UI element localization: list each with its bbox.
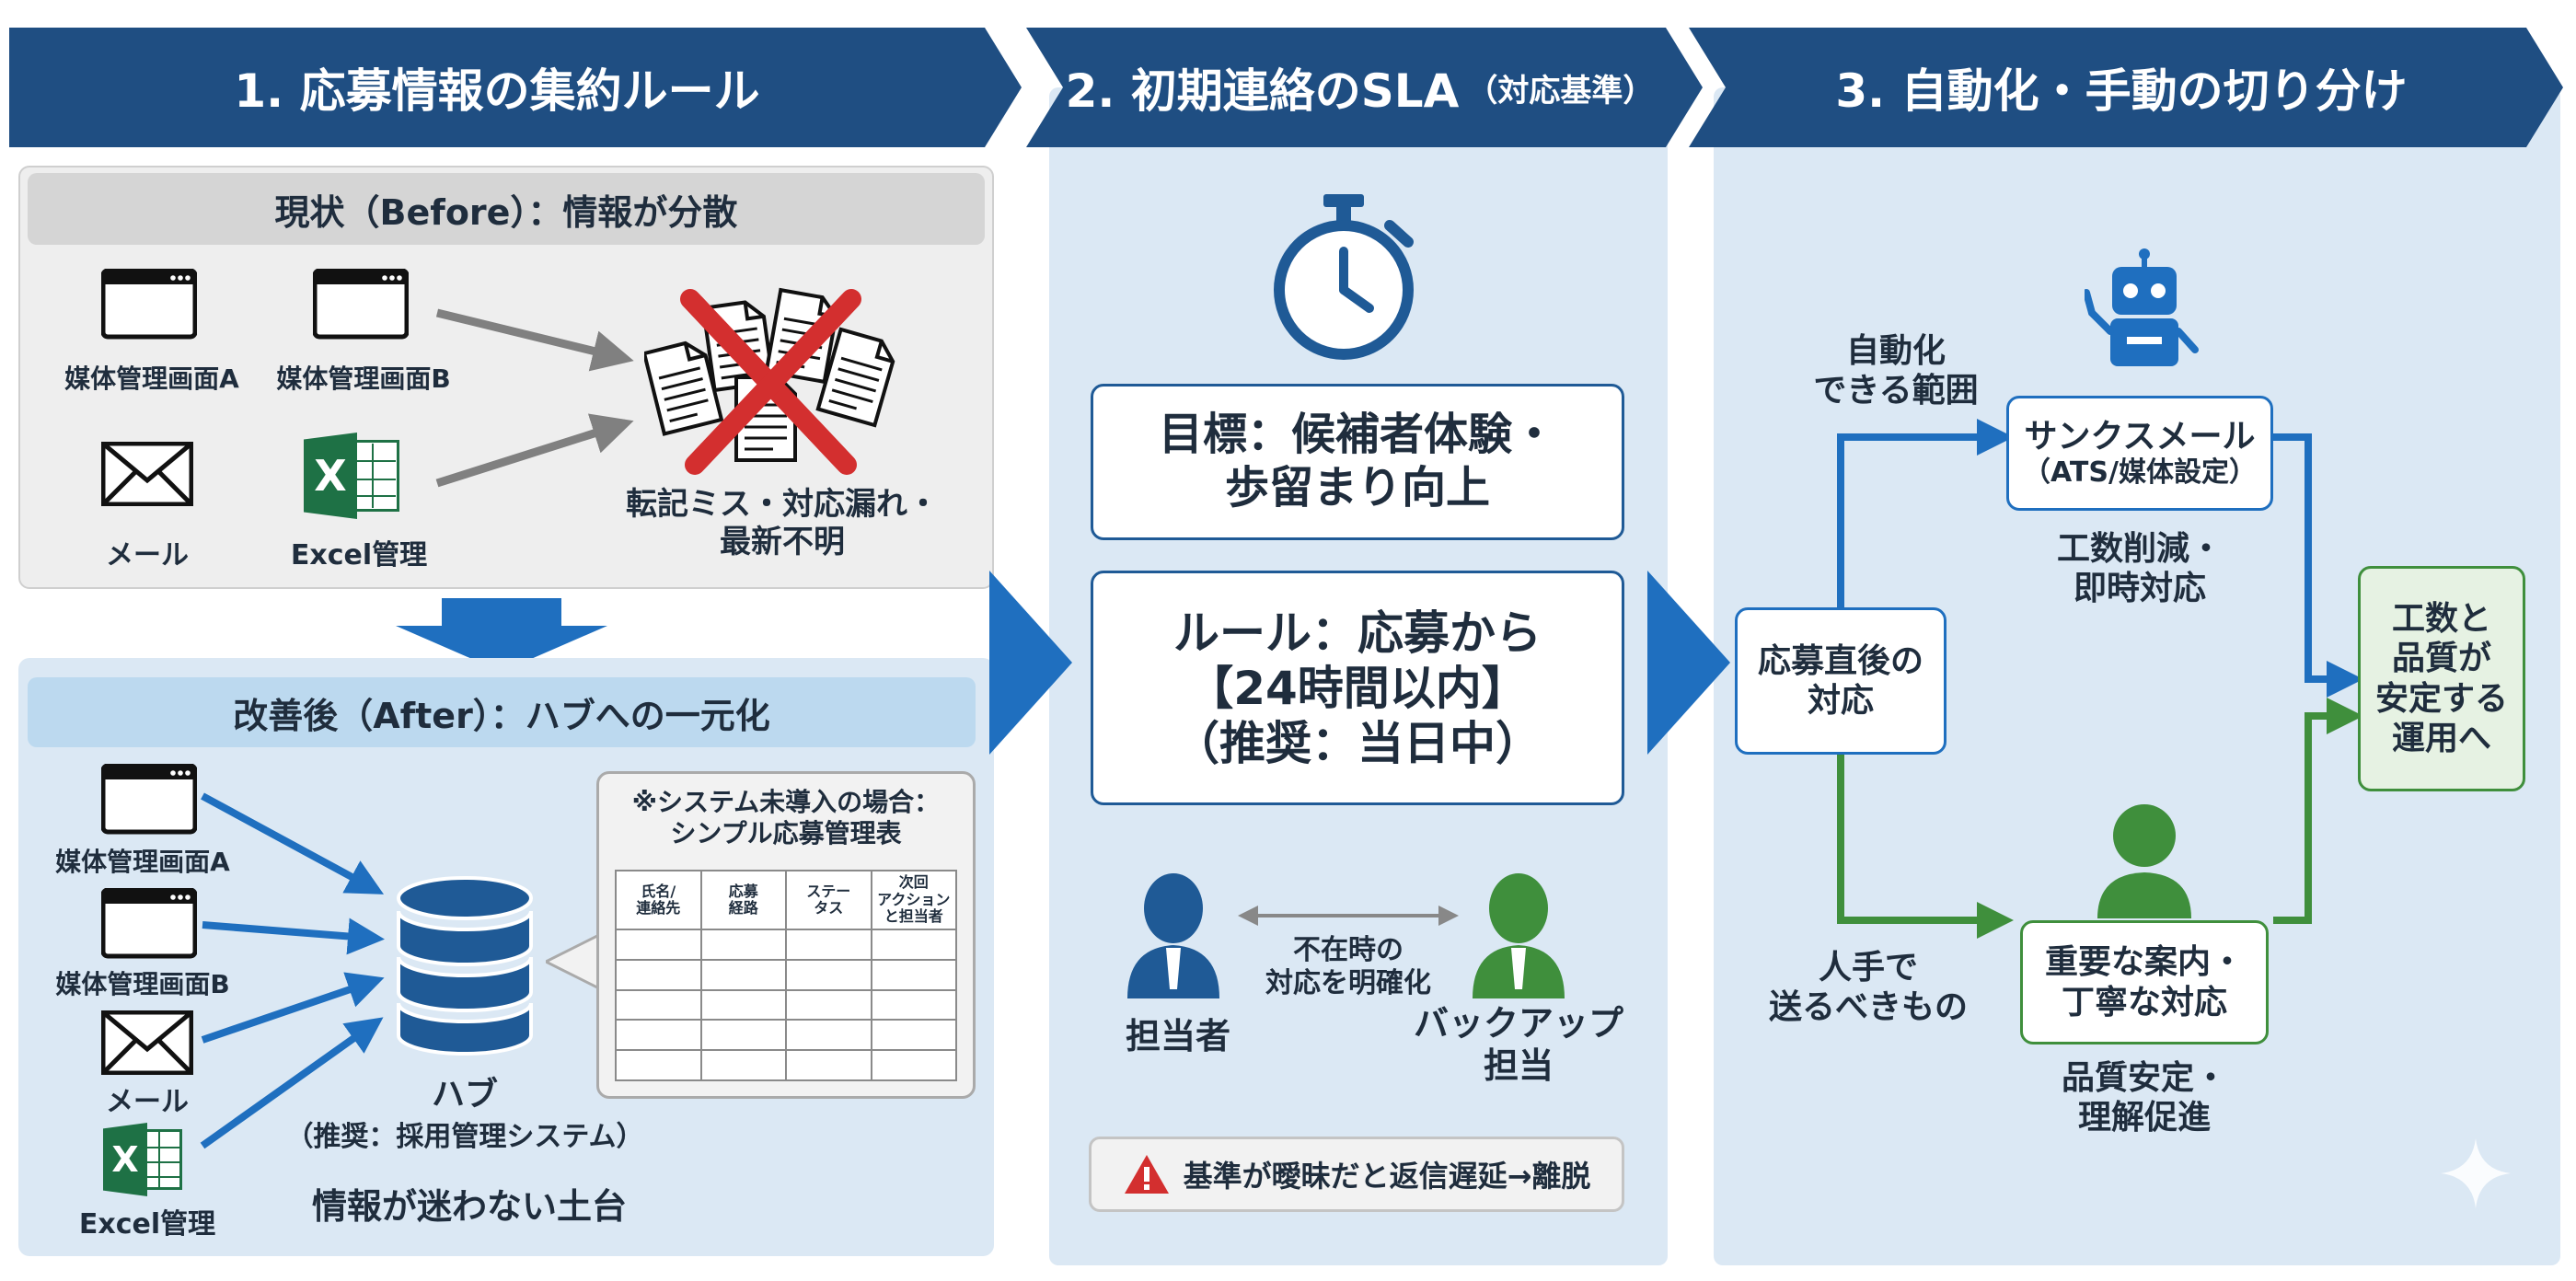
section1-header: 1. 応募情報の集約ルール	[9, 28, 1022, 147]
section1-title: 1. 応募情報の集約ルール	[234, 64, 760, 118]
simple-applicant-table: 氏名/連絡先 応募経路 ステータス 次回アクションと担当者	[615, 870, 957, 1081]
mail-icon	[101, 442, 193, 506]
foundation-label: 情報が迷わない土台	[311, 1186, 627, 1227]
auto-result: 工数削減・ 即時対応	[2056, 530, 2223, 608]
before-source-mail: メール	[106, 539, 189, 571]
window-icon	[101, 269, 197, 340]
after-source-a: 媒体管理画面A	[55, 847, 230, 877]
auto-label: 自動化 できる範囲	[1813, 332, 1979, 410]
hub-label: ハブ	[431, 1076, 498, 1114]
warning-icon	[1124, 1155, 1169, 1194]
after-source-mail: メール	[106, 1086, 189, 1118]
stopwatch-icon	[1274, 194, 1414, 360]
section2-title-sub: （対応基準）	[1466, 72, 1655, 110]
after-arrows	[200, 792, 385, 1149]
window-icon	[101, 764, 197, 836]
section2-header: 2. 初期連絡のSLA （対応基準）	[1026, 28, 1703, 147]
scattered-documents-icon	[644, 288, 900, 475]
table-header: 応募経路	[699, 870, 787, 930]
before-title: 現状（Before）：情報が分散	[28, 173, 985, 245]
mail-icon	[101, 1010, 193, 1075]
sparkle-icon	[2441, 1138, 2511, 1208]
manual-box: 重要な案内・ 丁寧な対応	[2020, 920, 2269, 1044]
table-header: 次回アクションと担当者	[870, 870, 957, 930]
after-title: 改善後（After）：ハブへの一元化	[28, 677, 976, 747]
flow-lines	[1837, 419, 2363, 939]
section2-to-3-arrow	[1647, 571, 1730, 755]
section3-header: 3. 自動化・手動の切り分け	[1689, 28, 2563, 147]
start-box: 応募直後の 対応	[1735, 607, 1946, 755]
swap-arrow	[1238, 906, 1459, 926]
window-icon	[101, 888, 197, 960]
person-backup-icon	[1473, 873, 1565, 998]
absence-label: 不在時の 対応を明確化	[1265, 934, 1431, 999]
manual-label: 人手で 送るべきもの	[1768, 949, 1968, 1027]
auto-box: サンクスメール （ATS/媒体設定）	[2006, 396, 2273, 511]
before-source-a: 媒体管理画面A	[64, 364, 239, 394]
section3-title: 3. 自動化・手動の切り分け	[1835, 64, 2408, 118]
person-main-label: 担当者	[1125, 1016, 1230, 1056]
section1-to-2-arrow	[989, 571, 1072, 755]
before-source-b: 媒体管理画面B	[276, 364, 451, 394]
robot-icon	[2085, 248, 2199, 366]
hub-sublabel: （推奨：採用管理システム）	[285, 1121, 644, 1153]
manual-result: 品質安定・ 理解促進	[2061, 1059, 2227, 1137]
database-hub-icon	[397, 876, 533, 1056]
excel-icon: X	[103, 1123, 186, 1196]
after-source-b: 媒体管理画面B	[55, 969, 230, 999]
before-source-excel: Excel管理	[290, 539, 428, 571]
excel-icon: X	[304, 433, 405, 519]
window-icon	[313, 269, 409, 340]
rule-card: ルール：応募から 【24時間以内】 （推奨：当日中）	[1091, 571, 1624, 805]
person-main-icon	[1127, 873, 1219, 998]
before-arrows	[435, 308, 634, 488]
person-manual-icon	[2097, 804, 2191, 918]
person-backup-label: バックアップ 担当	[1413, 1003, 1623, 1086]
simple-table-note: ※システム未導入の場合： シンプル応募管理表	[631, 787, 941, 848]
table-header: ステータス	[785, 870, 872, 930]
callout-pointer	[546, 934, 601, 989]
table-header: 氏名/連絡先	[615, 870, 702, 930]
before-after-arrow	[396, 598, 607, 672]
warning-banner: 基準が曖昧だと返信遅延→離脱	[1089, 1137, 1624, 1212]
section2-title: 2. 初期連絡のSLA	[1065, 64, 1460, 118]
goal-card: 目標：候補者体験・ 歩留まり向上	[1091, 384, 1624, 540]
warning-text: 基準が曖昧だと返信遅延→離脱	[1183, 1159, 1591, 1194]
before-problems: 転記ミス・対応漏れ・ 最新不明	[626, 486, 939, 560]
after-source-excel: Excel管理	[78, 1208, 216, 1241]
goal-box: 工数と 品質が 安定する 運用へ	[2358, 566, 2525, 791]
